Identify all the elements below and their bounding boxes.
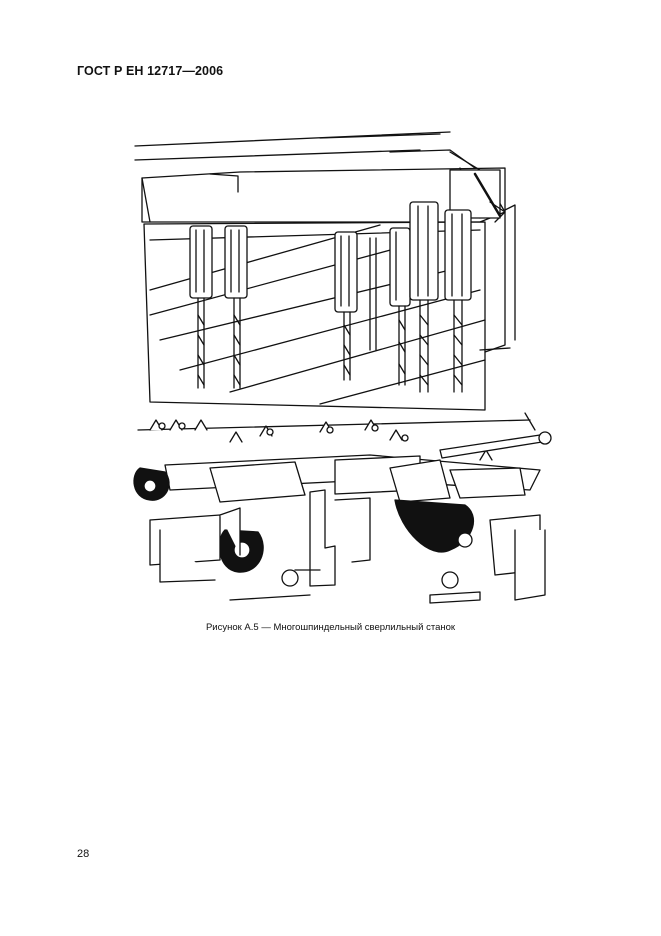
document-header: ГОСТ Р ЕН 12717—2006 (77, 64, 224, 78)
spindle (409, 201, 439, 393)
spindles (189, 201, 472, 393)
multi-spindle-drilling-machine-drawing (120, 130, 560, 610)
spindle (189, 225, 213, 389)
spindle (444, 209, 472, 393)
figure-caption: Рисунок А.5 — Многошпиндельный сверлильн… (205, 622, 456, 633)
work-table-fixtures (133, 412, 552, 604)
top-rails (134, 131, 451, 161)
spindle (389, 227, 411, 386)
page-number: 28 (77, 848, 90, 860)
spindle (334, 231, 358, 381)
spindle (224, 225, 248, 389)
